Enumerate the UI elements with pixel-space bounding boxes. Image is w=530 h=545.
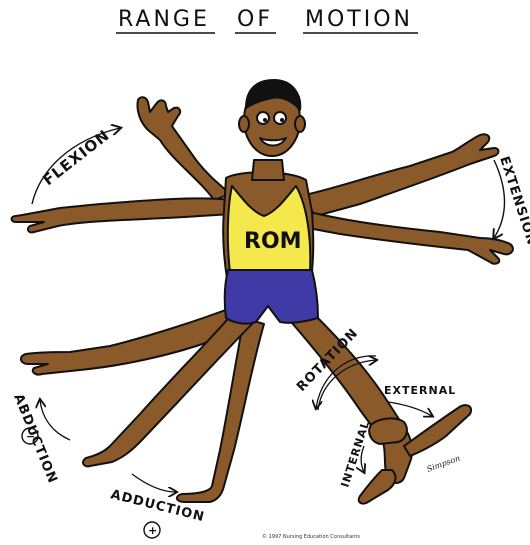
foot-external	[404, 405, 471, 456]
foot-internal	[359, 470, 396, 504]
neck	[252, 160, 284, 180]
adduction-sign: +	[148, 524, 158, 537]
abduction-arrow	[40, 400, 70, 440]
external-label: EXTERNAL	[384, 384, 456, 397]
title-word-motion: MOTION	[305, 7, 413, 32]
title: RANGE OF MOTION	[116, 7, 418, 33]
abduction-annotation: ABDUCTION −	[10, 392, 70, 486]
shorts	[225, 270, 318, 324]
abduction-sign: −	[26, 430, 36, 443]
shirt-label: ROM	[244, 229, 302, 254]
adduction-annotation: ADDUCTION +	[109, 474, 206, 538]
flexion-annotation: FLEXION	[32, 126, 120, 204]
ear-right	[295, 116, 305, 132]
arm-raised-right	[300, 134, 499, 216]
flexion-label: FLEXION	[39, 126, 113, 189]
arm-raised	[137, 97, 230, 200]
ear-left	[239, 116, 249, 132]
eye-left	[257, 112, 269, 124]
adduction-arrow	[132, 474, 176, 492]
pupil-left	[263, 118, 267, 122]
arm-lowered-right	[308, 212, 513, 264]
copyright: © 1997 Nursing Education Consultants	[262, 533, 360, 540]
title-word-range: RANGE	[118, 7, 210, 32]
eye-right	[274, 112, 286, 124]
extension-label: EXTENSION	[496, 155, 530, 248]
pupil-right	[280, 118, 284, 122]
arm-horizontal-left	[12, 198, 233, 232]
artist-signature: Simpson	[426, 454, 462, 474]
foot-center	[369, 418, 407, 444]
internal-label: INTERNAL	[338, 419, 372, 489]
title-word-of: OF	[237, 7, 273, 32]
internal-annotation: INTERNAL	[338, 419, 372, 489]
extension-annotation: EXTENSION	[494, 155, 530, 248]
